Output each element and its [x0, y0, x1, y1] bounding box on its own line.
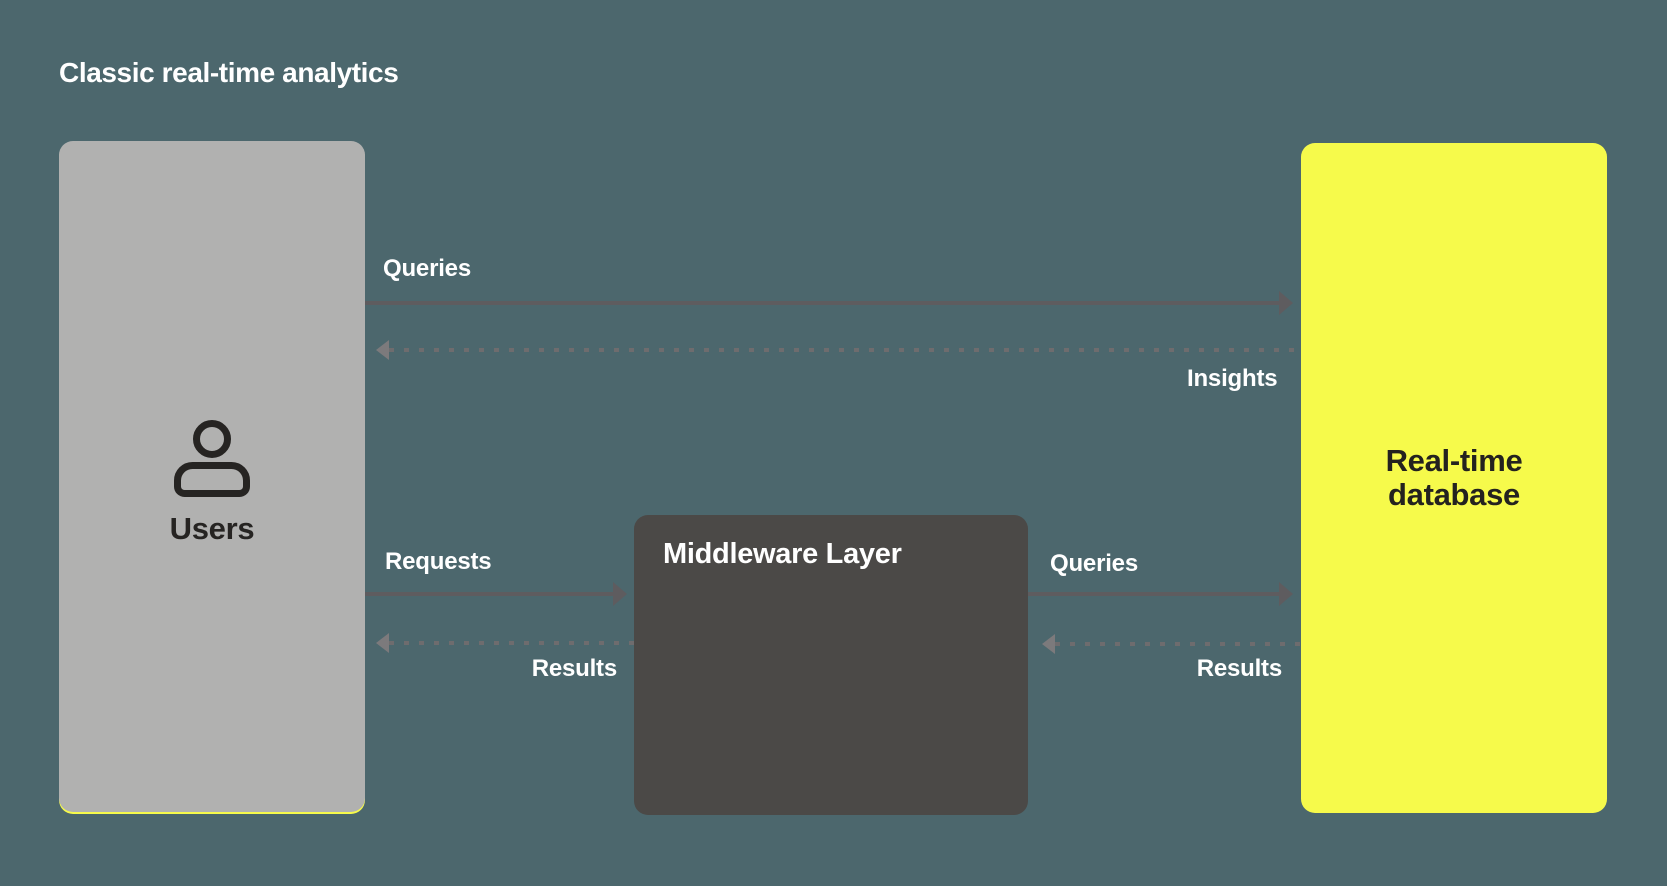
arrowhead-right-icon [1279, 582, 1293, 606]
edge-line-results-left [389, 641, 634, 645]
edge-label-queries-top: Queries [383, 255, 471, 282]
node-database-label: Real-time database [1385, 442, 1523, 512]
edge-line-queries-top [365, 301, 1279, 305]
arrowhead-right-icon [613, 582, 627, 606]
arrowhead-left-icon [376, 340, 389, 360]
arrowhead-left-icon [1042, 634, 1055, 654]
edge-label-insights: Insights [1187, 365, 1278, 392]
user-icon [174, 420, 250, 497]
node-database: Real-time database [1301, 143, 1607, 813]
edge-label-queries-right: Queries [1050, 550, 1138, 577]
edge-line-queries-right [1028, 592, 1279, 596]
node-middleware: Middleware Layer [634, 515, 1028, 815]
edge-label-requests: Requests [385, 548, 492, 575]
edge-line-insights [389, 348, 1301, 352]
edge-line-results-right [1055, 642, 1302, 646]
diagram-title: Classic real-time analytics [59, 57, 399, 88]
arrowhead-left-icon [376, 633, 389, 653]
arrowhead-right-icon [1279, 291, 1293, 315]
edge-label-results-right: Results [1196, 655, 1282, 682]
edge-line-requests [365, 592, 613, 596]
node-middleware-label: Middleware Layer [663, 538, 902, 570]
edge-label-results-left: Results [531, 655, 617, 682]
node-users-label: Users [169, 511, 255, 546]
node-users: Users [59, 141, 365, 812]
